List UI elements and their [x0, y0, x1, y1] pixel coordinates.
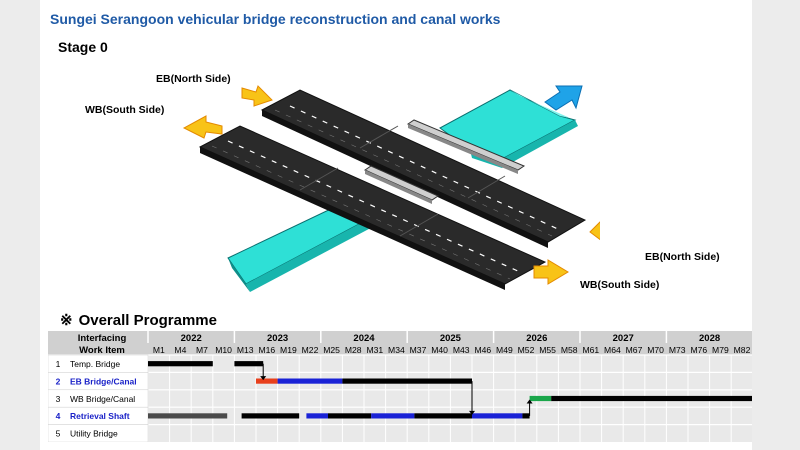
year-label: 2022 [181, 333, 202, 344]
header-work-item: Work Item [79, 345, 125, 356]
year-label: 2023 [267, 333, 288, 344]
year-label: 2024 [353, 333, 375, 344]
month-label: M7 [196, 345, 208, 355]
temp-bridge-girders [363, 119, 526, 204]
month-label: M61 [582, 345, 599, 355]
canal-structure [227, 89, 578, 292]
schedule-bar [529, 395, 552, 402]
label-wb-south-bottom: WB(South Side) [580, 279, 660, 291]
schedule-bar [328, 413, 372, 419]
row-number: 1 [56, 359, 61, 369]
year-label: 2028 [699, 333, 720, 344]
stage-label: Stage 0 [58, 39, 108, 55]
programme-title: Overall Programme [78, 312, 217, 329]
month-label: M37 [410, 345, 427, 355]
schedule-bar [148, 413, 228, 419]
schedule-bar [306, 413, 328, 419]
reference-mark: ※ [60, 312, 73, 329]
row-number: 4 [56, 411, 61, 421]
row-number: 5 [56, 429, 61, 439]
month-label: M4 [174, 345, 186, 355]
month-label: M25 [323, 345, 340, 355]
header-interfacing: Interfacing [78, 333, 127, 344]
row-label: Retrieval Shaft [70, 411, 130, 421]
month-label: M1 [153, 345, 165, 355]
row-number: 3 [56, 394, 61, 404]
gantt-bars [148, 361, 752, 419]
month-label: M46 [474, 345, 491, 355]
month-label: M22 [302, 345, 319, 355]
arrow-canal-flow [544, 85, 583, 111]
arrow-eb-north-bottom [589, 221, 600, 241]
wb-bridge-deck [198, 125, 547, 290]
month-label: M52 [518, 345, 535, 355]
month-label: M76 [690, 345, 707, 355]
left-margin-band [0, 0, 40, 450]
month-label: M34 [388, 345, 405, 355]
row-label: Utility Bridge [70, 429, 118, 439]
month-label: M13 [237, 345, 254, 355]
schedule-bar [148, 361, 213, 367]
month-label: M64 [604, 345, 621, 355]
month-label: M16 [258, 345, 275, 355]
gantt-links [260, 363, 533, 416]
gantt-rows: 1 Temp. Bridge 2 EB Bridge/Canal 3 WB Bridge/… [48, 354, 149, 442]
schedule-bar [522, 413, 530, 419]
schedule-bar [414, 413, 472, 419]
month-label: M82 [734, 345, 751, 355]
schedule-bar [342, 378, 472, 384]
schedule-bar [241, 413, 300, 419]
arrow-wb-south-bottom [533, 259, 569, 285]
month-label: M49 [496, 345, 513, 355]
dependency-arrowhead [260, 376, 267, 381]
month-label: M31 [366, 345, 383, 355]
label-wb-south-top: WB(South Side) [85, 104, 165, 116]
year-label: 2027 [613, 333, 634, 344]
slide-title: Sungei Serangoon vehicular bridge recons… [50, 11, 501, 27]
month-label: M58 [561, 345, 578, 355]
dependency-arrowhead [469, 410, 475, 415]
label-eb-north-bottom: EB(North Side) [645, 251, 720, 263]
schedule-bar [371, 413, 415, 419]
month-label: M19 [280, 345, 297, 355]
row-label: EB Bridge/Canal [70, 376, 137, 386]
header-background [48, 331, 752, 355]
arrow-wb-south-top [182, 115, 223, 139]
schedule-bar [551, 395, 752, 402]
month-label: M55 [539, 345, 556, 355]
bridge-illustration [182, 85, 600, 292]
programme-heading: ※ Overall Programme [60, 311, 217, 329]
month-label: M67 [626, 345, 643, 355]
month-label: M28 [345, 345, 362, 355]
schedule-bar [277, 378, 343, 384]
month-label: M43 [453, 345, 470, 355]
month-label: M79 [712, 345, 729, 355]
schedule-bar [234, 361, 264, 367]
year-label: 2025 [440, 333, 462, 344]
right-margin-band [752, 0, 800, 450]
schedule-bar [256, 378, 278, 384]
dependency-arrowhead [526, 399, 533, 404]
row-label: WB Bridge/Canal [70, 394, 135, 404]
arrow-eb-north-top [241, 85, 273, 107]
label-eb-north-top: EB(North Side) [156, 73, 231, 85]
year-label: 2026 [526, 333, 547, 344]
schedule-bar [472, 413, 523, 419]
month-label: M70 [647, 345, 664, 355]
month-label: M73 [669, 345, 686, 355]
row-number: 2 [56, 376, 61, 386]
row-label: Temp. Bridge [70, 359, 120, 369]
eb-bridge-deck [260, 89, 587, 248]
month-label: M10 [215, 345, 232, 355]
month-label: M40 [431, 345, 448, 355]
